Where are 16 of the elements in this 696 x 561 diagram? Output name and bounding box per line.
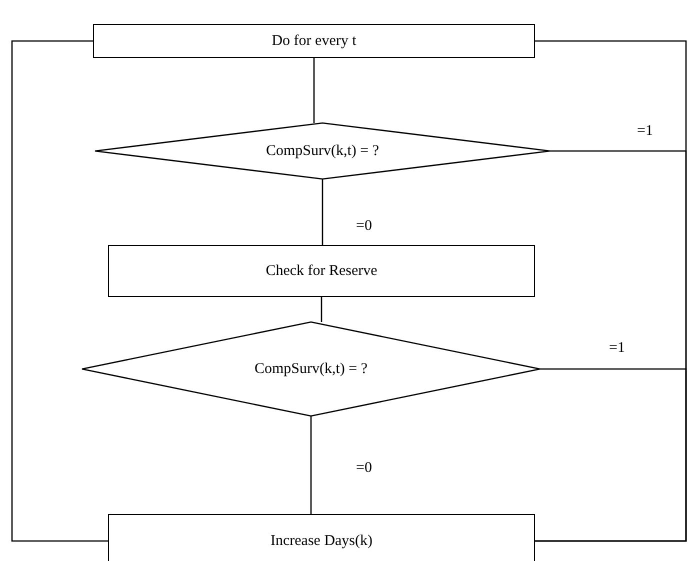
connector-line bbox=[310, 416, 312, 514]
process-box bbox=[108, 245, 535, 297]
connector-line bbox=[320, 297, 322, 322]
decision-diamond bbox=[95, 123, 550, 179]
connector-line bbox=[11, 40, 108, 542]
node-text: Do for every t bbox=[272, 32, 356, 50]
node-text: CompSurv(k,t) = ? bbox=[254, 360, 368, 378]
connector-line bbox=[322, 179, 324, 245]
node-text: Increase Days(k) bbox=[270, 532, 373, 550]
connector-line bbox=[535, 40, 687, 542]
process-box bbox=[108, 514, 535, 561]
process-box bbox=[93, 24, 535, 58]
node-text: CompSurv(k,t) = ? bbox=[266, 142, 380, 160]
decision-diamond bbox=[82, 322, 540, 416]
node-text: Check for Reserve bbox=[266, 262, 378, 280]
connector-line bbox=[313, 58, 315, 123]
